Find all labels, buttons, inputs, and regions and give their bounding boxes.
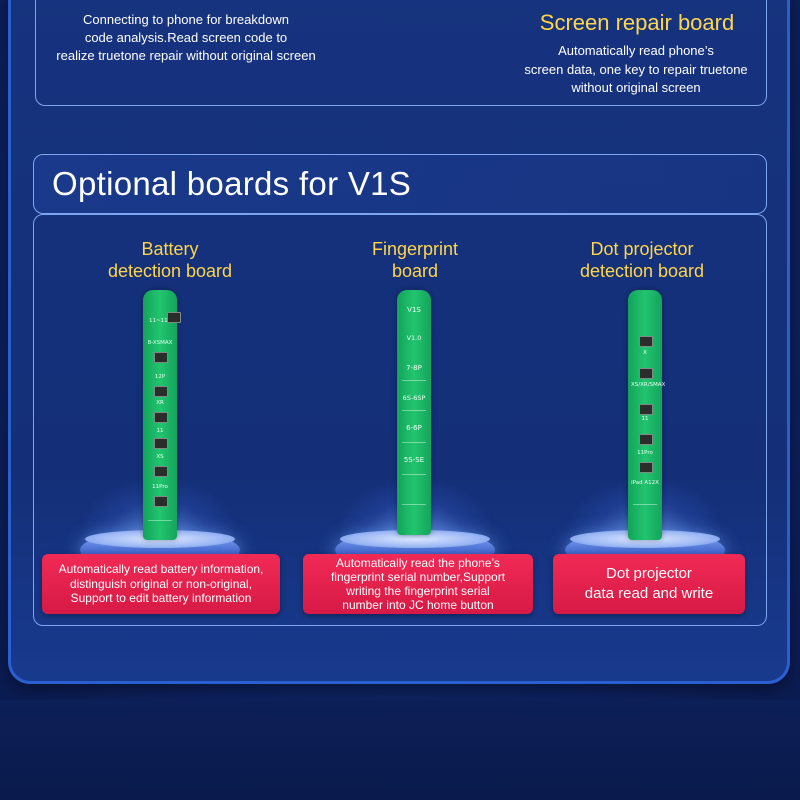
pcb-label: 11Pro <box>152 484 168 490</box>
dot-projector-board-description: Dot projector data read and write <box>584 565 714 602</box>
battery-board-pcb: 11~11P 8-XSMAX 12P XR 11 XS 11Pro <box>143 290 181 540</box>
battery-board-title: Battery detection board <box>107 239 233 281</box>
breakdown-analysis-description: Connecting to phone for breakdown code a… <box>56 12 316 63</box>
battery-board-description: Automatically read battery information, … <box>58 562 264 606</box>
pcb-connector <box>154 438 168 449</box>
pcb-label: XS/XR/SMAX <box>631 382 666 388</box>
pcb-trace <box>148 520 172 521</box>
pcb-trace <box>402 410 426 411</box>
pcb-connector <box>639 336 653 347</box>
pcb-label: 11 <box>641 416 649 422</box>
pcb-label: 6-6P <box>406 424 422 432</box>
pcb-label: 8-XSMAX <box>147 340 173 346</box>
pcb-label: iPad A12X <box>631 480 659 486</box>
pcb-label: XR <box>156 400 164 406</box>
pcb-connector <box>639 462 653 473</box>
pcb-label: XS <box>156 454 164 460</box>
fingerprint-board-pcb: V1S V1.0 7-8P 6S-6SP 6-6P 5S-SE <box>397 290 431 535</box>
pcb-connector <box>167 312 181 323</box>
fingerprint-board-card: Automatically read the phone’s fingerpri… <box>303 554 533 614</box>
pcb-trace <box>402 474 426 475</box>
section-heading: Optional boards for V1S <box>52 165 412 202</box>
pcb-connector <box>639 368 653 379</box>
pcb-connector <box>154 412 168 423</box>
pcb-label: 11 <box>156 428 164 434</box>
fingerprint-board-title: Fingerprint board <box>371 239 459 281</box>
fingerprint-pedestal-top <box>340 530 490 548</box>
pcb-trace <box>402 504 426 505</box>
bottom-band <box>0 700 800 800</box>
dot-projector-board-title: Dot projector detection board <box>579 239 705 281</box>
pcb-trace <box>633 504 657 505</box>
pcb-connector <box>154 496 168 507</box>
screen-repair-board-description: Automatically read phone’s screen data, … <box>524 43 748 95</box>
fingerprint-board-description: Automatically read the phone’s fingerpri… <box>330 556 506 612</box>
pcb-label: 11~11P <box>149 318 171 324</box>
dot-projector-board-pcb: X XS/XR/SMAX 11 11Pro iPad A12X <box>628 290 666 540</box>
screen-board-section <box>35 0 767 106</box>
pcb-connector <box>639 404 653 415</box>
pcb-label: 11Pro <box>637 450 653 456</box>
pcb-label: 12P <box>154 374 166 380</box>
pcb-label: 6S-6SP <box>402 394 426 402</box>
pcb-connector <box>639 434 653 445</box>
pcb-connector <box>154 386 168 397</box>
pcb-label: 7-8P <box>406 364 422 372</box>
screen-repair-board-title: Screen repair board <box>539 10 735 35</box>
pcb-label: V1.0 <box>406 334 422 342</box>
pcb-connector <box>154 352 168 363</box>
pcb-connector <box>154 466 168 477</box>
optional-boards-panel <box>33 214 767 626</box>
pcb-trace <box>402 442 426 443</box>
pcb-label: 5S-SE <box>403 456 425 464</box>
pcb-trace <box>402 380 426 381</box>
pcb-label: V1S <box>407 306 421 314</box>
battery-board-card: Automatically read battery information, … <box>42 554 280 614</box>
pcb-label: X <box>643 350 647 356</box>
section-heading-bar <box>33 154 767 214</box>
dot-projector-board-card: Dot projector data read and write <box>553 554 745 614</box>
